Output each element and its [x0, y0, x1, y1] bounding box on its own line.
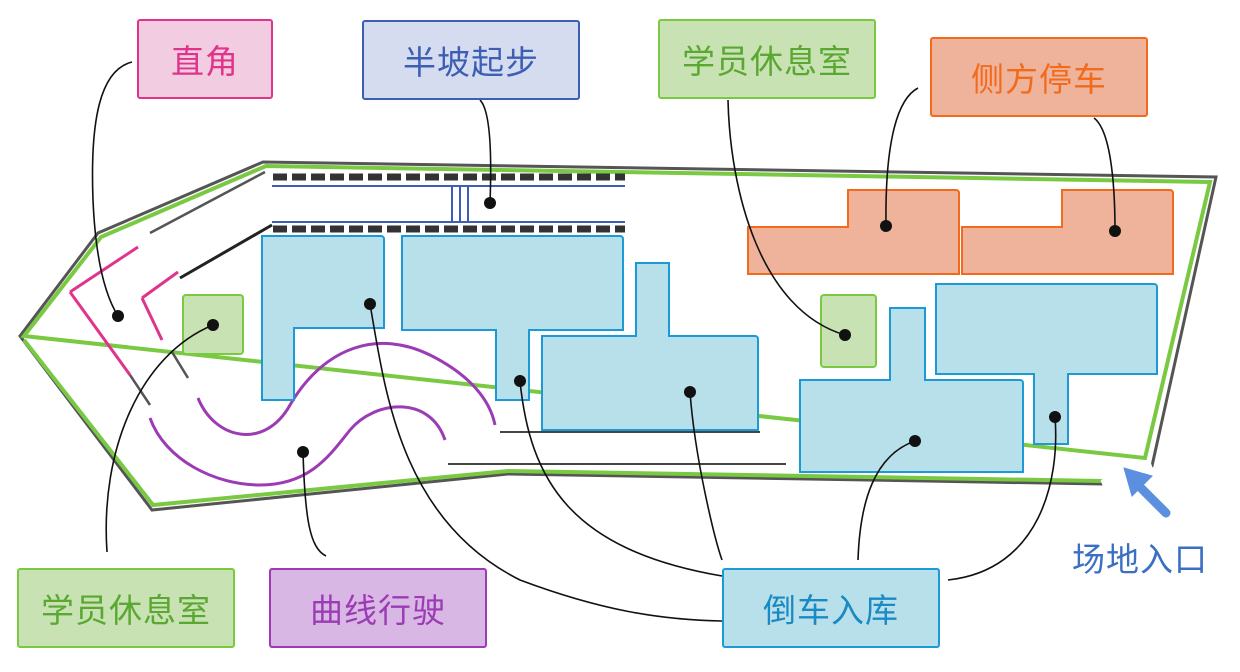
label-parallel-parking: 侧方停车	[930, 37, 1148, 117]
label-entrance: 场地入口	[1072, 540, 1208, 579]
hill-start-course	[272, 173, 625, 233]
right-angle-course	[68, 170, 273, 406]
reverse-parking-lines	[448, 431, 786, 465]
reverse-parking-bays	[261, 235, 1158, 473]
label-right-angle: 直角	[137, 19, 273, 99]
label-hill-start: 半坡起步	[362, 20, 580, 100]
label-lounge-bottom: 学员休息室	[17, 568, 235, 648]
marker-dots	[112, 197, 1121, 458]
label-lounge-top: 学员休息室	[658, 19, 876, 99]
label-reverse-parking: 倒车入库	[722, 568, 940, 648]
arrow-up-left-icon	[1123, 467, 1171, 518]
label-curve-driving: 曲线行驶	[269, 568, 487, 648]
curve-course	[148, 341, 497, 487]
parallel-parking-bays	[747, 189, 1174, 275]
leader-lines	[91, 61, 1116, 622]
